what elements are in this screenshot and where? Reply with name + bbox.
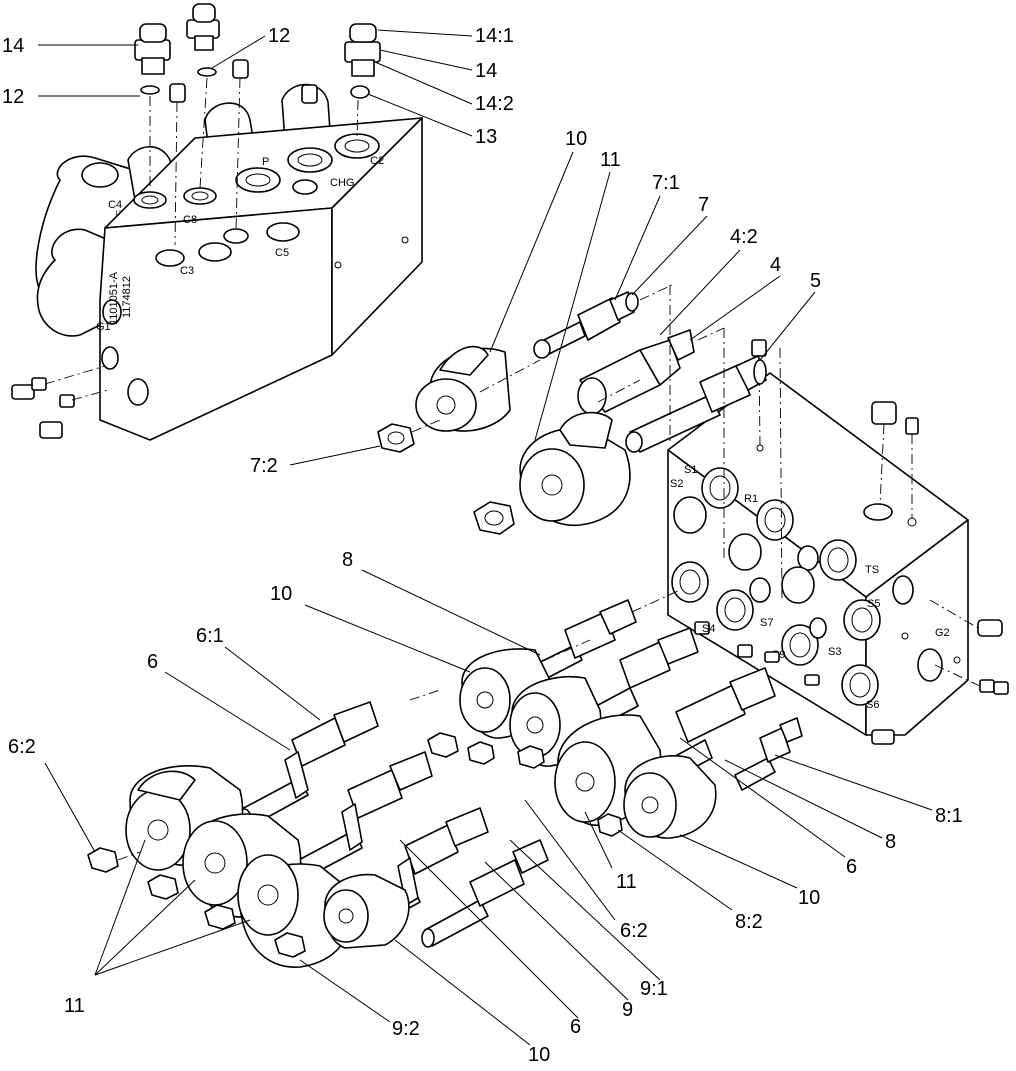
callout-10: 10	[528, 1044, 550, 1066]
callout-7-1: 7:1	[652, 172, 680, 194]
right-block-port-labels: S1 S2 R1 TS S5 G2 S4 S7 S9 S3 S6	[670, 464, 950, 711]
svg-text:C4: C4	[108, 199, 122, 211]
coil-11-c	[237, 854, 354, 968]
callout-14-2: 14:2	[475, 93, 514, 115]
callout-14: 14	[475, 60, 497, 82]
right-block-side-face	[865, 519, 969, 736]
callout-7: 7	[698, 194, 709, 216]
callout-6: 6	[570, 1016, 581, 1038]
svg-text:C2: C2	[370, 155, 384, 167]
callout-5: 5	[810, 270, 821, 292]
left-block-side-face	[331, 117, 423, 356]
callout-7-2: 7:2	[250, 455, 278, 477]
callout-6-2: 6:2	[620, 920, 648, 942]
callout-10: 10	[798, 887, 820, 909]
left-block-ports	[101, 133, 409, 406]
svg-text:C3: C3	[180, 265, 194, 277]
svg-text:S3: S3	[828, 646, 841, 658]
cartridge-9	[421, 839, 549, 948]
coil-10-right	[623, 755, 717, 839]
callout-9-1: 9:1	[640, 978, 668, 1000]
svg-text:R1: R1	[744, 493, 758, 505]
coil-10-bottom	[323, 873, 410, 949]
upper-cartridge-group	[377, 284, 783, 601]
svg-text:S6: S6	[866, 699, 879, 711]
callout-6: 6	[147, 651, 158, 673]
left-block-port-labels: C4 C8 P CHG C2 C3 C5 G1 1101051-A 117481…	[96, 155, 384, 333]
svg-text:G1: G1	[96, 321, 111, 333]
callout-6-1: 6:1	[196, 625, 224, 647]
svg-text:TS: TS	[865, 564, 879, 576]
callout-10: 10	[270, 583, 292, 605]
callout-13: 13	[475, 126, 497, 148]
left-manifold-block: 12V VDC 12V VDC 12V VDC C4	[11, 83, 423, 441]
svg-text:S4: S4	[702, 623, 715, 635]
callout-4: 4	[770, 254, 781, 276]
svg-text:G2: G2	[935, 627, 950, 639]
callout-labels: 14 12 12 14:1 14 14:2 13 10 11 7:1 7 4:2…	[2, 25, 963, 1066]
callout-8: 8	[342, 549, 353, 571]
callout-14: 14	[2, 35, 24, 57]
svg-text:S7: S7	[760, 617, 773, 629]
right-manifold-block: S1 S2 R1 TS S5 G2 S4 S7 S9 S3 S6	[667, 339, 1009, 745]
callout-12: 12	[268, 25, 290, 47]
cartridge-8-c	[734, 717, 803, 791]
callout-10: 10	[565, 128, 587, 150]
svg-text:1174812: 1174812	[121, 276, 133, 318]
callout-6-2: 6:2	[8, 736, 36, 758]
callout-11: 11	[600, 149, 621, 171]
svg-text:P: P	[262, 156, 269, 168]
svg-text:C5: C5	[275, 247, 289, 259]
lower-cartridge-group	[87, 589, 803, 968]
leader-lines	[38, 29, 933, 1046]
callout-11: 11	[616, 871, 637, 893]
callout-4-2: 4:2	[730, 226, 758, 248]
callout-12: 12	[2, 86, 24, 108]
svg-text:S2: S2	[670, 478, 683, 490]
callout-6: 6	[846, 856, 857, 878]
svg-text:1101051-A: 1101051-A	[108, 271, 120, 325]
callout-9-2: 9:2	[392, 1018, 420, 1040]
callout-11: 11	[64, 995, 85, 1017]
left-fittings	[134, 3, 381, 246]
callout-14-1: 14:1	[475, 25, 514, 47]
svg-text:C8: C8	[183, 214, 197, 226]
svg-text:S1: S1	[684, 464, 697, 476]
callout-8-2: 8:2	[735, 911, 763, 933]
right-block-ports	[671, 444, 961, 745]
svg-text:CHG: CHG	[330, 177, 354, 189]
callout-9: 9	[622, 999, 633, 1021]
left-block-plugs	[11, 365, 109, 439]
callout-8-1: 8:1	[935, 805, 963, 827]
callout-8: 8	[885, 831, 896, 853]
hex-nuts	[87, 732, 623, 958]
svg-text:S5: S5	[867, 598, 880, 610]
